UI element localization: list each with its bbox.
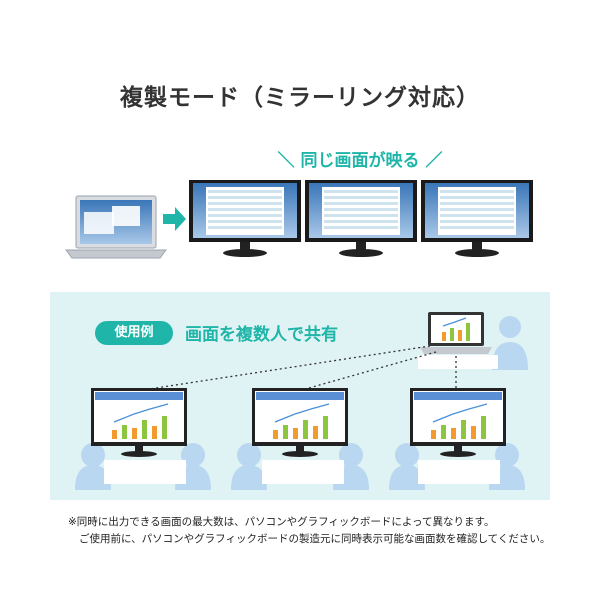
viewer-group-1 [75,388,211,490]
arrow-right-icon [163,207,186,231]
mirror-caption: ＼ 同じ画面が映る ／ [277,151,443,171]
connection-lines [142,345,457,391]
usecase-text: 画面を複数人で共有 [185,325,338,345]
monitor-3 [421,180,533,257]
monitor-1 [189,180,301,257]
page-title: 複製モード（ミラーリング対応） [120,85,480,111]
viewer-group-2 [231,388,369,490]
laptop-icon [65,195,167,259]
footnote: ※同時に出力できる画面の最大数は、パソコンやグラフィックボードによって異なります… [68,514,588,548]
usecase-badge: 使用例 [95,321,173,345]
monitor-2 [305,180,417,257]
presenter-person-icon [492,316,528,370]
footnote-line-1: ※同時に出力できる画面の最大数は、パソコンやグラフィックボードによって異なります… [68,516,495,528]
presenter-laptop-icon [418,312,498,369]
footnote-line-2: ご使用前に、パソコンやグラフィックボードの製造元に同時表示可能な画面数を確認して… [79,533,551,545]
viewer-group-3 [389,388,525,490]
